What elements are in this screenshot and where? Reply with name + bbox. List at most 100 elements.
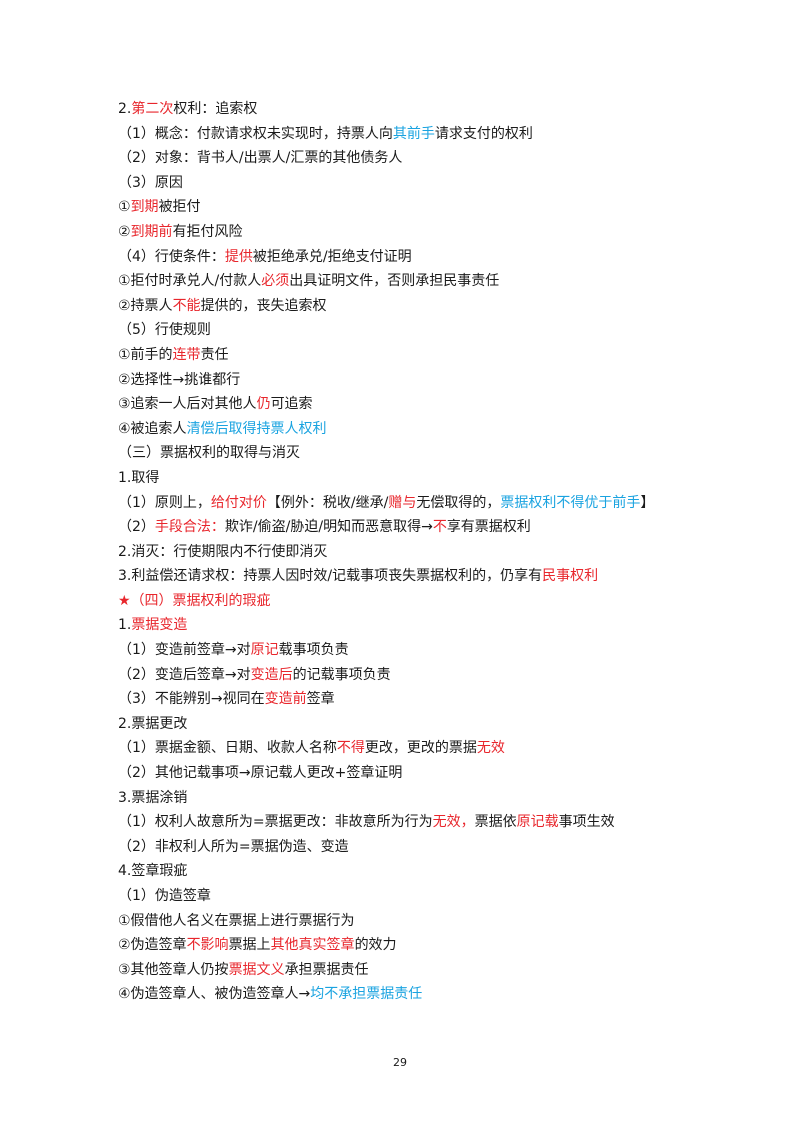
text-line: 1.取得 <box>118 466 718 491</box>
text-segment: （2）对象：背书人/出票人/汇票的其他债务人 <box>118 150 403 167</box>
text-line: （2）对象：背书人/出票人/汇票的其他债务人 <box>118 146 718 171</box>
text-line: （5）行使规则 <box>118 318 718 343</box>
text-line: ①到期被拒付 <box>118 195 718 220</box>
text-line: 2.票据更改 <box>118 712 718 737</box>
text-line: ③追索一人后对其他人仍可追索 <box>118 392 718 417</box>
text-segment: 权利：追索权 <box>173 101 258 117</box>
text-segment: 3.票据涂销 <box>118 789 188 806</box>
text-segment: 承担票据责任 <box>284 961 369 978</box>
text-segment: 到期 <box>130 199 159 216</box>
text-segment: 其前手 <box>392 125 435 142</box>
text-segment: 签章 <box>306 691 335 708</box>
text-segment: （2）变造后签章→对 <box>118 666 251 683</box>
text-segment: ②伪造签章 <box>118 937 187 954</box>
text-segment: 的效力 <box>354 937 397 954</box>
text-segment: （1）权利人故意所为=票据更改：非故意所为行为 <box>118 814 433 831</box>
text-line: ②持票人不能提供的，丧失追索权 <box>118 294 718 319</box>
text-line: （2）其他记载事项→原记载人更改+签章证明 <box>118 761 718 786</box>
text-line: （1）原则上，给付对价【例外：税收/继承/赠与无偿取得的，票据权利不得优于前手】 <box>118 491 718 516</box>
text-segment: 不能 <box>172 297 201 314</box>
document-body: 2.第二次权利：追索权（1）概念：付款请求权未实现时，持票人向其前手请求支付的权… <box>118 97 718 1007</box>
text-segment: ① <box>118 199 131 216</box>
text-line: （1）变造前签章→对原记载事项负责 <box>118 638 718 663</box>
text-line: 1.票据变造 <box>118 613 718 638</box>
text-segment: 1.取得 <box>118 469 160 486</box>
text-segment: （1）变造前签章→对 <box>118 642 251 659</box>
text-segment: ②持票人 <box>118 297 173 314</box>
text-segment: （1）伪造签章 <box>118 888 211 904</box>
text-line: ①拒付时承兑人/付款人必须出具证明文件，否则承担民事责任 <box>118 269 718 294</box>
text-line: （2）非权利人所为=票据伪造、变造 <box>118 835 718 860</box>
text-line: （3）不能辨别→视同在变造前签章 <box>118 687 718 712</box>
text-line: （1）概念：付款请求权未实现时，持票人向其前手请求支付的权利 <box>118 122 718 147</box>
text-line: （3）原因 <box>118 171 718 196</box>
text-segment: ★（四）票据权利的瑕疵 <box>118 592 271 609</box>
text-segment: 变造前 <box>264 691 307 708</box>
text-segment: （3）原因 <box>118 174 183 191</box>
text-segment: （2） <box>118 519 155 536</box>
text-segment: 民事权利 <box>542 568 599 585</box>
text-segment: ④伪造签章人、被伪造签章人→ <box>118 986 311 1003</box>
text-segment: 无效 <box>476 740 505 757</box>
text-segment: 【例外：税收/继承/ <box>266 494 389 511</box>
text-line: ②到期前有拒付风险 <box>118 220 718 245</box>
text-segment: 仍 <box>256 396 271 413</box>
text-line: （1）权利人故意所为=票据更改：非故意所为行为无效，票据依原记载事项生效 <box>118 810 718 835</box>
text-segment: 连带 <box>172 346 201 363</box>
text-segment: 票据变造 <box>131 617 188 634</box>
text-segment: （1）票据金额、日期、收款人名称 <box>118 740 337 757</box>
text-line: （1）伪造签章 <box>118 884 718 909</box>
text-segment: 被拒付 <box>158 199 201 216</box>
text-segment: 票据依 <box>474 814 517 831</box>
text-segment: （5）行使规则 <box>118 322 211 339</box>
text-segment: 变造后 <box>250 666 293 683</box>
text-line: 3.利益偿还请求权：持票人因时效/记载事项丧失票据权利的，仍享有民事权利 <box>118 564 718 589</box>
text-segment: 有拒付风险 <box>172 223 243 240</box>
text-segment: 不 <box>432 519 447 536</box>
text-line: ②选择性→挑谁都行 <box>118 368 718 393</box>
text-segment: 票据权利不得优于前手 <box>500 494 641 511</box>
text-segment: ①前手的 <box>118 346 173 363</box>
text-line: ④被追索人清偿后取得持票人权利 <box>118 417 718 442</box>
text-segment: 1. <box>118 617 132 634</box>
text-segment: 原记 <box>250 642 279 659</box>
text-segment: ③追索一人后对其他人 <box>118 396 257 413</box>
text-segment: 票据文义 <box>228 961 285 978</box>
text-segment: 必须 <box>261 273 290 290</box>
text-segment: 票据上 <box>228 937 271 954</box>
text-segment: ②选择性→挑谁都行 <box>118 371 241 388</box>
text-line: 2.第二次权利：追索权 <box>118 97 718 122</box>
text-segment: （4）行使条件： <box>118 248 225 265</box>
text-segment: 出具证明文件，否则承担民事责任 <box>289 273 500 290</box>
text-line: 4.签章瑕疵 <box>118 859 718 884</box>
text-segment: （1）原则上， <box>118 494 211 511</box>
text-segment: 更改，更改的票据 <box>364 740 477 757</box>
text-segment: 无效， <box>432 814 475 831</box>
text-line: （2）手段合法：欺诈/偷盗/胁迫/明知而恶意取得→不享有票据权利 <box>118 515 718 540</box>
text-segment: 其他真实签章 <box>270 937 355 954</box>
text-segment: 均不承担票据责任 <box>310 986 423 1003</box>
text-segment: 欺诈/偷盗/胁迫/明知而恶意取得→ <box>224 519 433 536</box>
text-segment: ③其他签章人仍按 <box>118 961 229 978</box>
text-segment: 】 <box>640 494 655 511</box>
text-segment: 责任 <box>200 346 229 363</box>
text-segment: ④被追索人 <box>118 420 187 437</box>
text-line: ①假借他人名义在票据上进行票据行为 <box>118 909 718 934</box>
text-line: 2.消灭：行使期限内不行使即消灭 <box>118 540 718 565</box>
text-line: （2）变造后签章→对变造后的记载事项负责 <box>118 663 718 688</box>
text-segment: 第二次 <box>131 101 174 117</box>
text-segment: 无偿取得的， <box>416 494 501 511</box>
text-segment: （2）其他记载事项→原记载人更改+签章证明 <box>118 765 403 782</box>
text-line: ②伪造签章不影响票据上其他真实签章的效力 <box>118 933 718 958</box>
text-segment: 不影响 <box>186 937 229 954</box>
text-segment: 给付对价 <box>210 494 267 511</box>
text-segment: （1）概念：付款请求权未实现时，持票人向 <box>118 125 393 142</box>
text-segment: ①假借他人名义在票据上进行票据行为 <box>118 912 355 929</box>
text-segment: 的记载事项负责 <box>292 666 391 683</box>
text-line: 3.票据涂销 <box>118 786 718 811</box>
text-segment: 到期前 <box>130 223 173 240</box>
text-segment: 享有票据权利 <box>446 519 531 536</box>
page-number: 29 <box>393 1056 407 1069</box>
text-segment: （3）不能辨别→视同在 <box>118 691 265 708</box>
